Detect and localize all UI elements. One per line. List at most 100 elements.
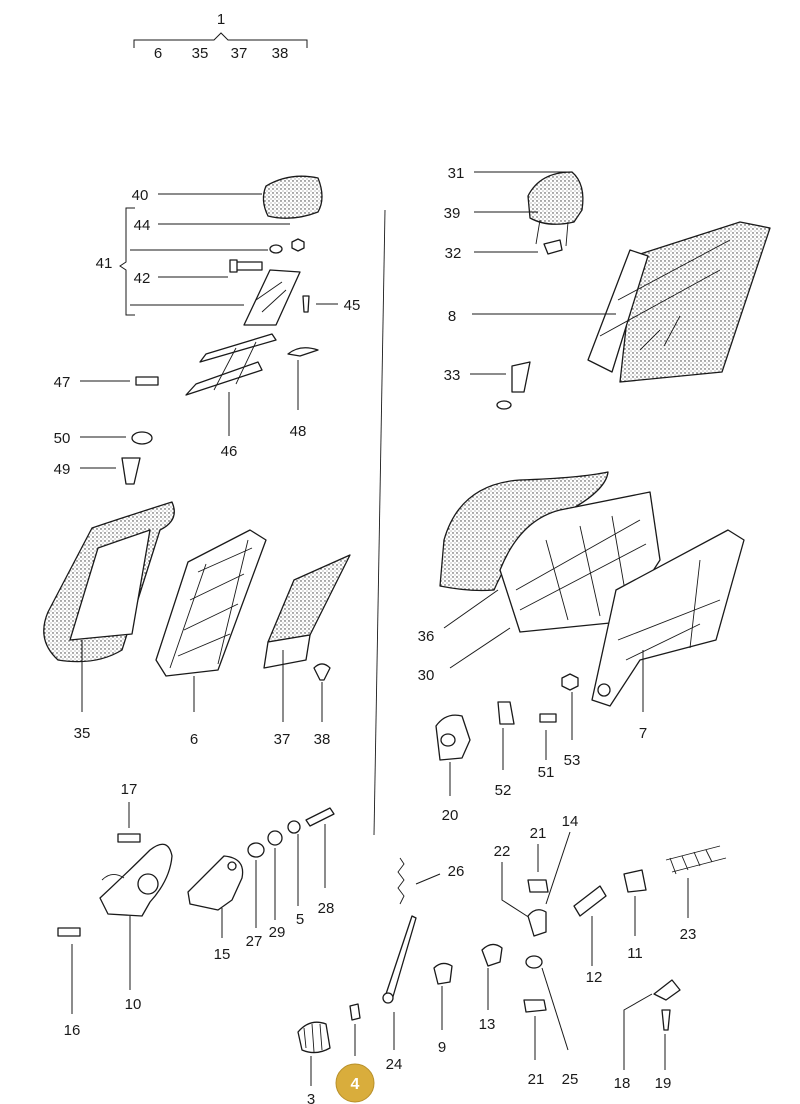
callout-label-38: 38	[314, 731, 331, 748]
part-washer-41	[269, 244, 283, 254]
callout-label-17: 17	[121, 781, 138, 798]
callout-label-7: 7	[639, 725, 647, 742]
callout-label-15: 15	[214, 946, 231, 963]
part-23-spring-strip	[665, 845, 727, 875]
highlight-callout-4[interactable]: 4	[335, 1063, 375, 1103]
callout-label-30: 30	[418, 667, 435, 684]
part-8-backrest-frame	[619, 221, 771, 383]
callout-label-3: 3	[307, 1091, 315, 1104]
callout-label-1: 1	[217, 11, 225, 28]
callout-label-42: 42	[134, 270, 151, 287]
part-37-backrest-panel	[267, 554, 351, 643]
callout-label-8: 8	[448, 308, 456, 325]
callout-label-14: 14	[562, 813, 579, 830]
callout-label-35: 35	[74, 725, 91, 742]
callout-label-19: 19	[655, 1075, 672, 1092]
part-7-seat-rail	[591, 529, 745, 707]
part-41-bracket	[243, 269, 301, 326]
small-hardware-group: 22 21 14 25 21 12 11 23 18 19	[494, 813, 727, 1092]
part-53-nut	[561, 673, 579, 691]
part-49-guide	[121, 457, 141, 485]
part-46-spring-clips	[185, 333, 277, 396]
seat-fittings-group: 20 52 51 53	[435, 673, 581, 824]
part-26-spring	[397, 857, 405, 905]
callout-label-45: 45	[344, 297, 361, 314]
callout-label-10: 10	[125, 996, 142, 1013]
callout-label-51: 51	[538, 764, 555, 781]
callout-label-39: 39	[444, 205, 461, 222]
callout-label-46: 46	[221, 443, 238, 460]
callout-label-33: 33	[444, 367, 461, 384]
callout-label-18: 18	[614, 1075, 631, 1092]
callout-label-1-member-6: 6	[154, 45, 162, 62]
part-24-adjuster-rod	[383, 915, 417, 1001]
part-19-screw	[661, 1009, 671, 1031]
part-21-clip-lower	[523, 999, 547, 1013]
part-47-screw	[135, 376, 159, 386]
fastener-group-49-50: 50 49	[54, 430, 153, 485]
part-14-fitting	[527, 909, 547, 937]
headrest-cushion-group: 40 41 44 42 45	[96, 175, 361, 326]
callout-label-21: 21	[530, 825, 547, 842]
callout-label-5: 5	[296, 911, 304, 928]
callout-label-24: 24	[386, 1056, 403, 1073]
top-group-callout: 1 6 35 37 38	[133, 11, 308, 62]
part-6-backrest-frame	[155, 529, 267, 677]
center-divider	[373, 209, 386, 836]
callout-label-4: 4	[351, 1076, 360, 1093]
callout-label-48: 48	[290, 423, 307, 440]
part-5-washer	[287, 820, 301, 834]
callout-label-44: 44	[134, 217, 151, 234]
part-31-headrest	[527, 171, 584, 225]
callout-label-23: 23	[680, 926, 697, 943]
part-11-clip	[623, 869, 647, 893]
part-12-bracket	[573, 885, 607, 917]
callout-label-50: 50	[54, 430, 71, 447]
callout-label-31: 31	[448, 165, 465, 182]
adjuster-parts-group: 26 24 3 9 13	[297, 857, 503, 1104]
callout-label-1-member-38: 38	[272, 45, 289, 62]
part-9-bushing	[433, 962, 453, 985]
part-18-bracket	[653, 979, 681, 1001]
part-45-screw	[302, 295, 310, 313]
callout-label-21-lower: 21	[528, 1071, 545, 1088]
callout-label-29: 29	[269, 924, 286, 941]
part-32-knob	[543, 239, 563, 255]
part-33-latch	[511, 361, 531, 393]
callout-label-25: 25	[562, 1071, 579, 1088]
part-29-washer	[267, 830, 283, 846]
callout-label-6: 6	[190, 731, 198, 748]
callout-label-27: 27	[246, 933, 263, 950]
backrest-parts-group: 35 6 37 38	[43, 501, 351, 748]
part-27-washer	[247, 842, 265, 858]
highlight-badge[interactable]	[335, 1063, 375, 1103]
callout-label-32: 32	[445, 245, 462, 262]
callout-label-49: 49	[54, 461, 71, 478]
part-44-nut	[291, 238, 305, 252]
callout-label-28: 28	[318, 900, 335, 917]
callout-label-53: 53	[564, 752, 581, 769]
headrest-frame-group: 31 39 32 8 33	[444, 165, 771, 410]
callout-label-12: 12	[586, 969, 603, 986]
part-40-headrest-cushion	[262, 175, 323, 219]
part-28-bolt	[305, 807, 335, 827]
seat-cushion-group: 36 30 7	[418, 471, 745, 742]
part-16-bolt	[57, 927, 81, 937]
part-4-pin	[349, 1003, 361, 1021]
part-51-bolt	[539, 713, 557, 723]
lever-parts-group: 17 10 16 15 27 29 5 28	[57, 781, 335, 1039]
callout-label-1-member-37: 37	[231, 45, 248, 62]
callout-label-41: 41	[96, 255, 113, 272]
callout-label-13: 13	[479, 1016, 496, 1033]
callout-label-9: 9	[438, 1039, 446, 1056]
callout-label-11: 11	[627, 945, 643, 962]
part-17-screw	[117, 833, 141, 843]
callout-label-20: 20	[442, 807, 459, 824]
part-21-clip-upper	[527, 879, 549, 893]
callout-label-47: 47	[54, 374, 71, 391]
part-50-grommet	[131, 431, 153, 445]
callout-label-52: 52	[495, 782, 512, 799]
part-38-clip	[313, 663, 331, 681]
callout-label-22: 22	[494, 843, 511, 860]
